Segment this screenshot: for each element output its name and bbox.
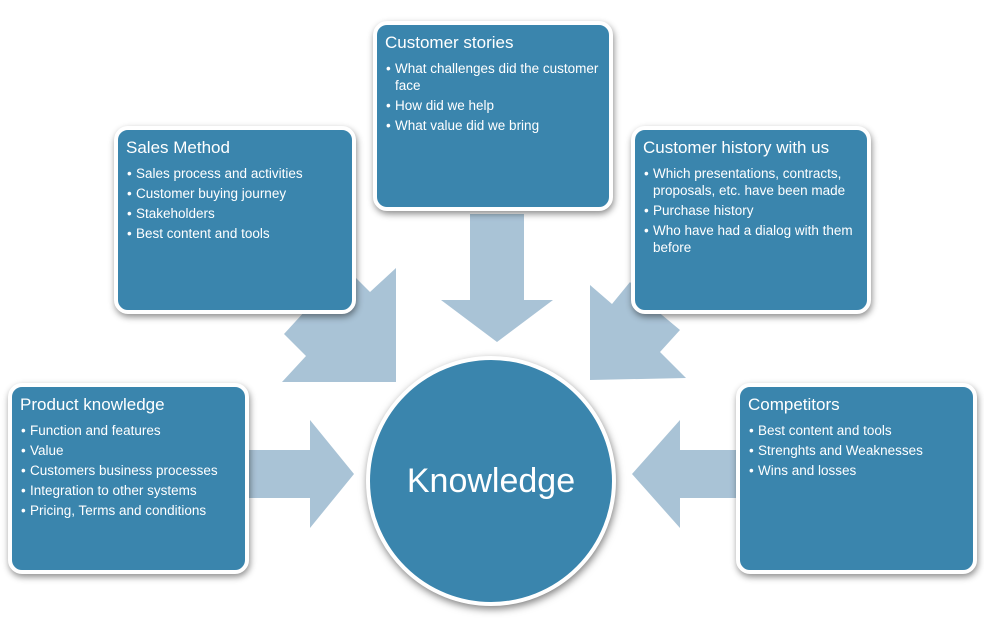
box-customer-history: Customer history with us Which presentat… [631,126,871,314]
list-item: Function and features [20,422,237,439]
list-item: Integration to other systems [20,482,237,499]
list-item: What value did we bring [385,117,601,134]
box-title: Customer stories [385,33,514,52]
bullet-list: Sales process and activities Customer bu… [126,165,344,242]
list-item: Stakeholders [126,205,344,222]
list-item: Purchase history [643,202,859,219]
list-item: Wins and losses [748,462,965,479]
list-item: Value [20,442,237,459]
list-item: Strenghts and Weaknesses [748,442,965,459]
box-title: Customer history with us [643,138,830,157]
bullet-list: Function and features Value Customers bu… [20,422,237,519]
arrow-from-customer-stories [441,214,553,342]
box-sales-method: Sales Method Sales process and activitie… [114,126,356,314]
list-item: Who have had a dialog with them before [643,222,859,256]
list-item: Which presentations, contracts, proposal… [643,165,859,199]
list-item: Customer buying journey [126,185,344,202]
list-item: Best content and tools [748,422,965,439]
box-title: Sales Method [126,138,230,157]
list-item: Pricing, Terms and conditions [20,502,237,519]
arrow-from-competitors [632,420,740,528]
center-label: Knowledge [406,461,576,500]
arrow-from-sales-method [282,268,396,382]
bullet-list: What challenges did the customer face Ho… [385,60,601,134]
box-title: Product knowledge [20,395,165,414]
box-title: Competitors [748,395,840,414]
list-item: How did we help [385,97,601,114]
bullet-list: Which presentations, contracts, proposal… [643,165,859,256]
list-item: Sales process and activities [126,165,344,182]
list-item: Customers business processes [20,462,237,479]
bullet-list: Best content and tools Strenghts and Wea… [748,422,965,479]
box-customer-stories: Customer stories What challenges did the… [373,21,613,211]
list-item: What challenges did the customer face [385,60,601,94]
box-product-knowledge: Product knowledge Function and features … [8,383,249,574]
box-competitors: Competitors Best content and tools Stren… [736,383,977,574]
arrow-from-product-knowledge [249,420,354,528]
arrow-from-customer-history [590,282,686,380]
knowledge-circle: Knowledge [366,356,616,606]
list-item: Best content and tools [126,225,344,242]
